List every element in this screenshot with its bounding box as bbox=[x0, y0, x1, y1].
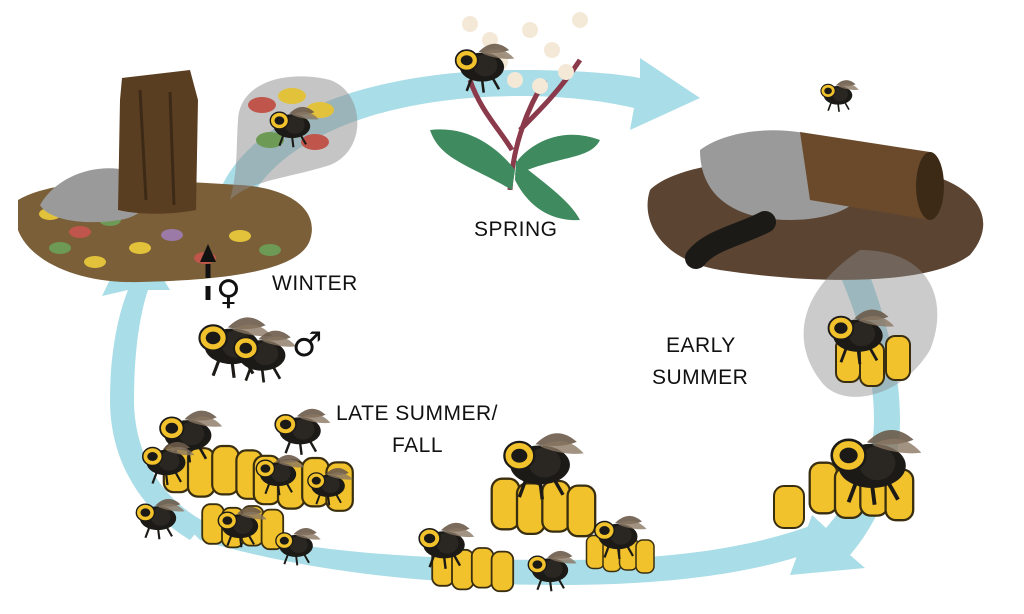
winter-scene bbox=[18, 70, 358, 384]
arrow-winter-to-spring bbox=[220, 58, 700, 200]
stage-label-spring: SPRING bbox=[474, 218, 558, 241]
female-symbol: ♀ bbox=[216, 273, 241, 313]
arrow-early-summer-to-late-summer bbox=[180, 520, 830, 585]
burrow-tunnel bbox=[685, 211, 776, 269]
male-symbol: ♂ bbox=[292, 325, 322, 365]
log-nest-icon bbox=[800, 132, 942, 220]
stage-label-early-summer-line1: EARLY bbox=[666, 334, 736, 357]
tree-stump-icon bbox=[118, 70, 198, 214]
early-summer-scene bbox=[647, 130, 984, 529]
stage-label-early-summer-line2: SUMMER bbox=[652, 366, 748, 389]
leaves-spring bbox=[430, 129, 600, 221]
stage-label-winter: WINTER bbox=[272, 272, 358, 295]
stage-label-late-summer-line1: LATE SUMMER/ bbox=[336, 402, 498, 425]
arrow-late-summer-to-winter bbox=[102, 230, 205, 540]
leaves-in-bubble bbox=[248, 88, 334, 150]
flying-bee-icon bbox=[820, 79, 860, 113]
stage-label-late-summer-line2: FALL bbox=[392, 434, 443, 457]
spring-scene bbox=[430, 12, 860, 221]
